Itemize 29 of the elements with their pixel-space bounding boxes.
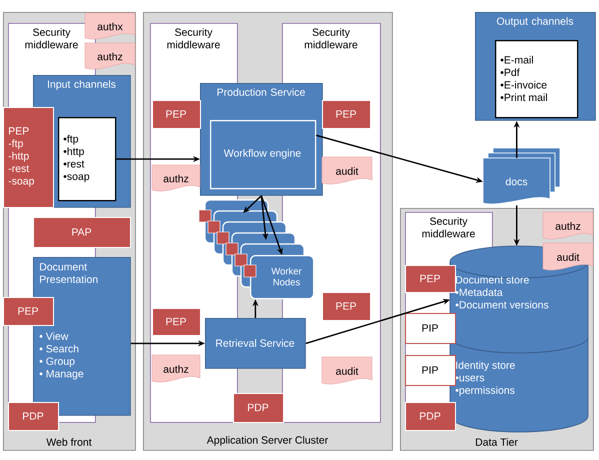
policy-box: PEP (322, 100, 371, 129)
list-box: •E-mail •Pdf •E-invoice •Print mail (495, 40, 578, 118)
note-tag: authz (84, 42, 136, 70)
note-tag: audit (542, 242, 594, 270)
worker-stack-drawing: Worker Nodes (198, 199, 314, 300)
list-box: •ftp •http •rest •soap (58, 117, 116, 202)
node-label: •users (456, 376, 484, 382)
document-stack: docs (482, 148, 560, 204)
policy-box: PEP (152, 308, 201, 336)
policy-box: PIP (405, 355, 456, 386)
policy-box: PDP (233, 393, 284, 423)
service-box: Retrieval Service (205, 318, 306, 369)
policy-box: PEP -ftp -http -rest -soap (3, 107, 54, 208)
policy-box: PEP (322, 292, 371, 321)
cylinder-section: Identity store •users •permissions (450, 336, 588, 432)
policy-box: PIP (405, 313, 456, 344)
note-tag: authz (152, 354, 200, 382)
note-tag: audit (322, 356, 372, 384)
policy-box: PEP (152, 100, 201, 129)
note-tag: audit (322, 156, 372, 184)
note-tag: authx (84, 12, 136, 40)
note-tag: authz (152, 164, 200, 192)
note-tag: authz (542, 212, 594, 240)
policy-box: PAP (33, 217, 131, 248)
policy-box: PEP (405, 265, 456, 293)
policy-box: PDP (8, 402, 59, 431)
policy-box: PEP (3, 297, 54, 326)
policy-box: PDP (405, 402, 456, 431)
engine-box: Workflow engine (210, 120, 316, 190)
